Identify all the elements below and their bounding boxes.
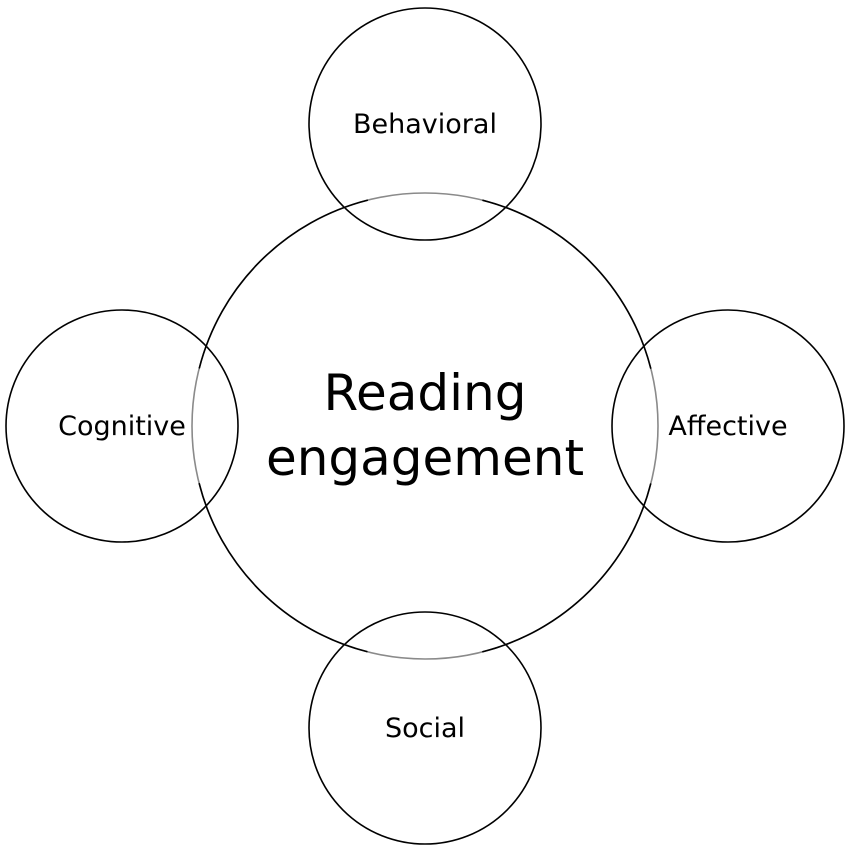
social-label: Social (385, 713, 465, 744)
affective-label: Affective (668, 411, 787, 442)
behavioral-circle (308, 7, 542, 241)
cognitive-circle (5, 309, 239, 543)
center-label-line2: engagement (266, 429, 584, 487)
affective-circle (611, 309, 845, 543)
behavioral-label: Behavioral (353, 109, 497, 140)
social-circle (308, 611, 542, 845)
cognitive-label: Cognitive (58, 411, 186, 442)
center-label-line1: Reading (324, 364, 527, 422)
central-circle-overlap-outline (191, 192, 659, 660)
central-circle (191, 192, 659, 660)
